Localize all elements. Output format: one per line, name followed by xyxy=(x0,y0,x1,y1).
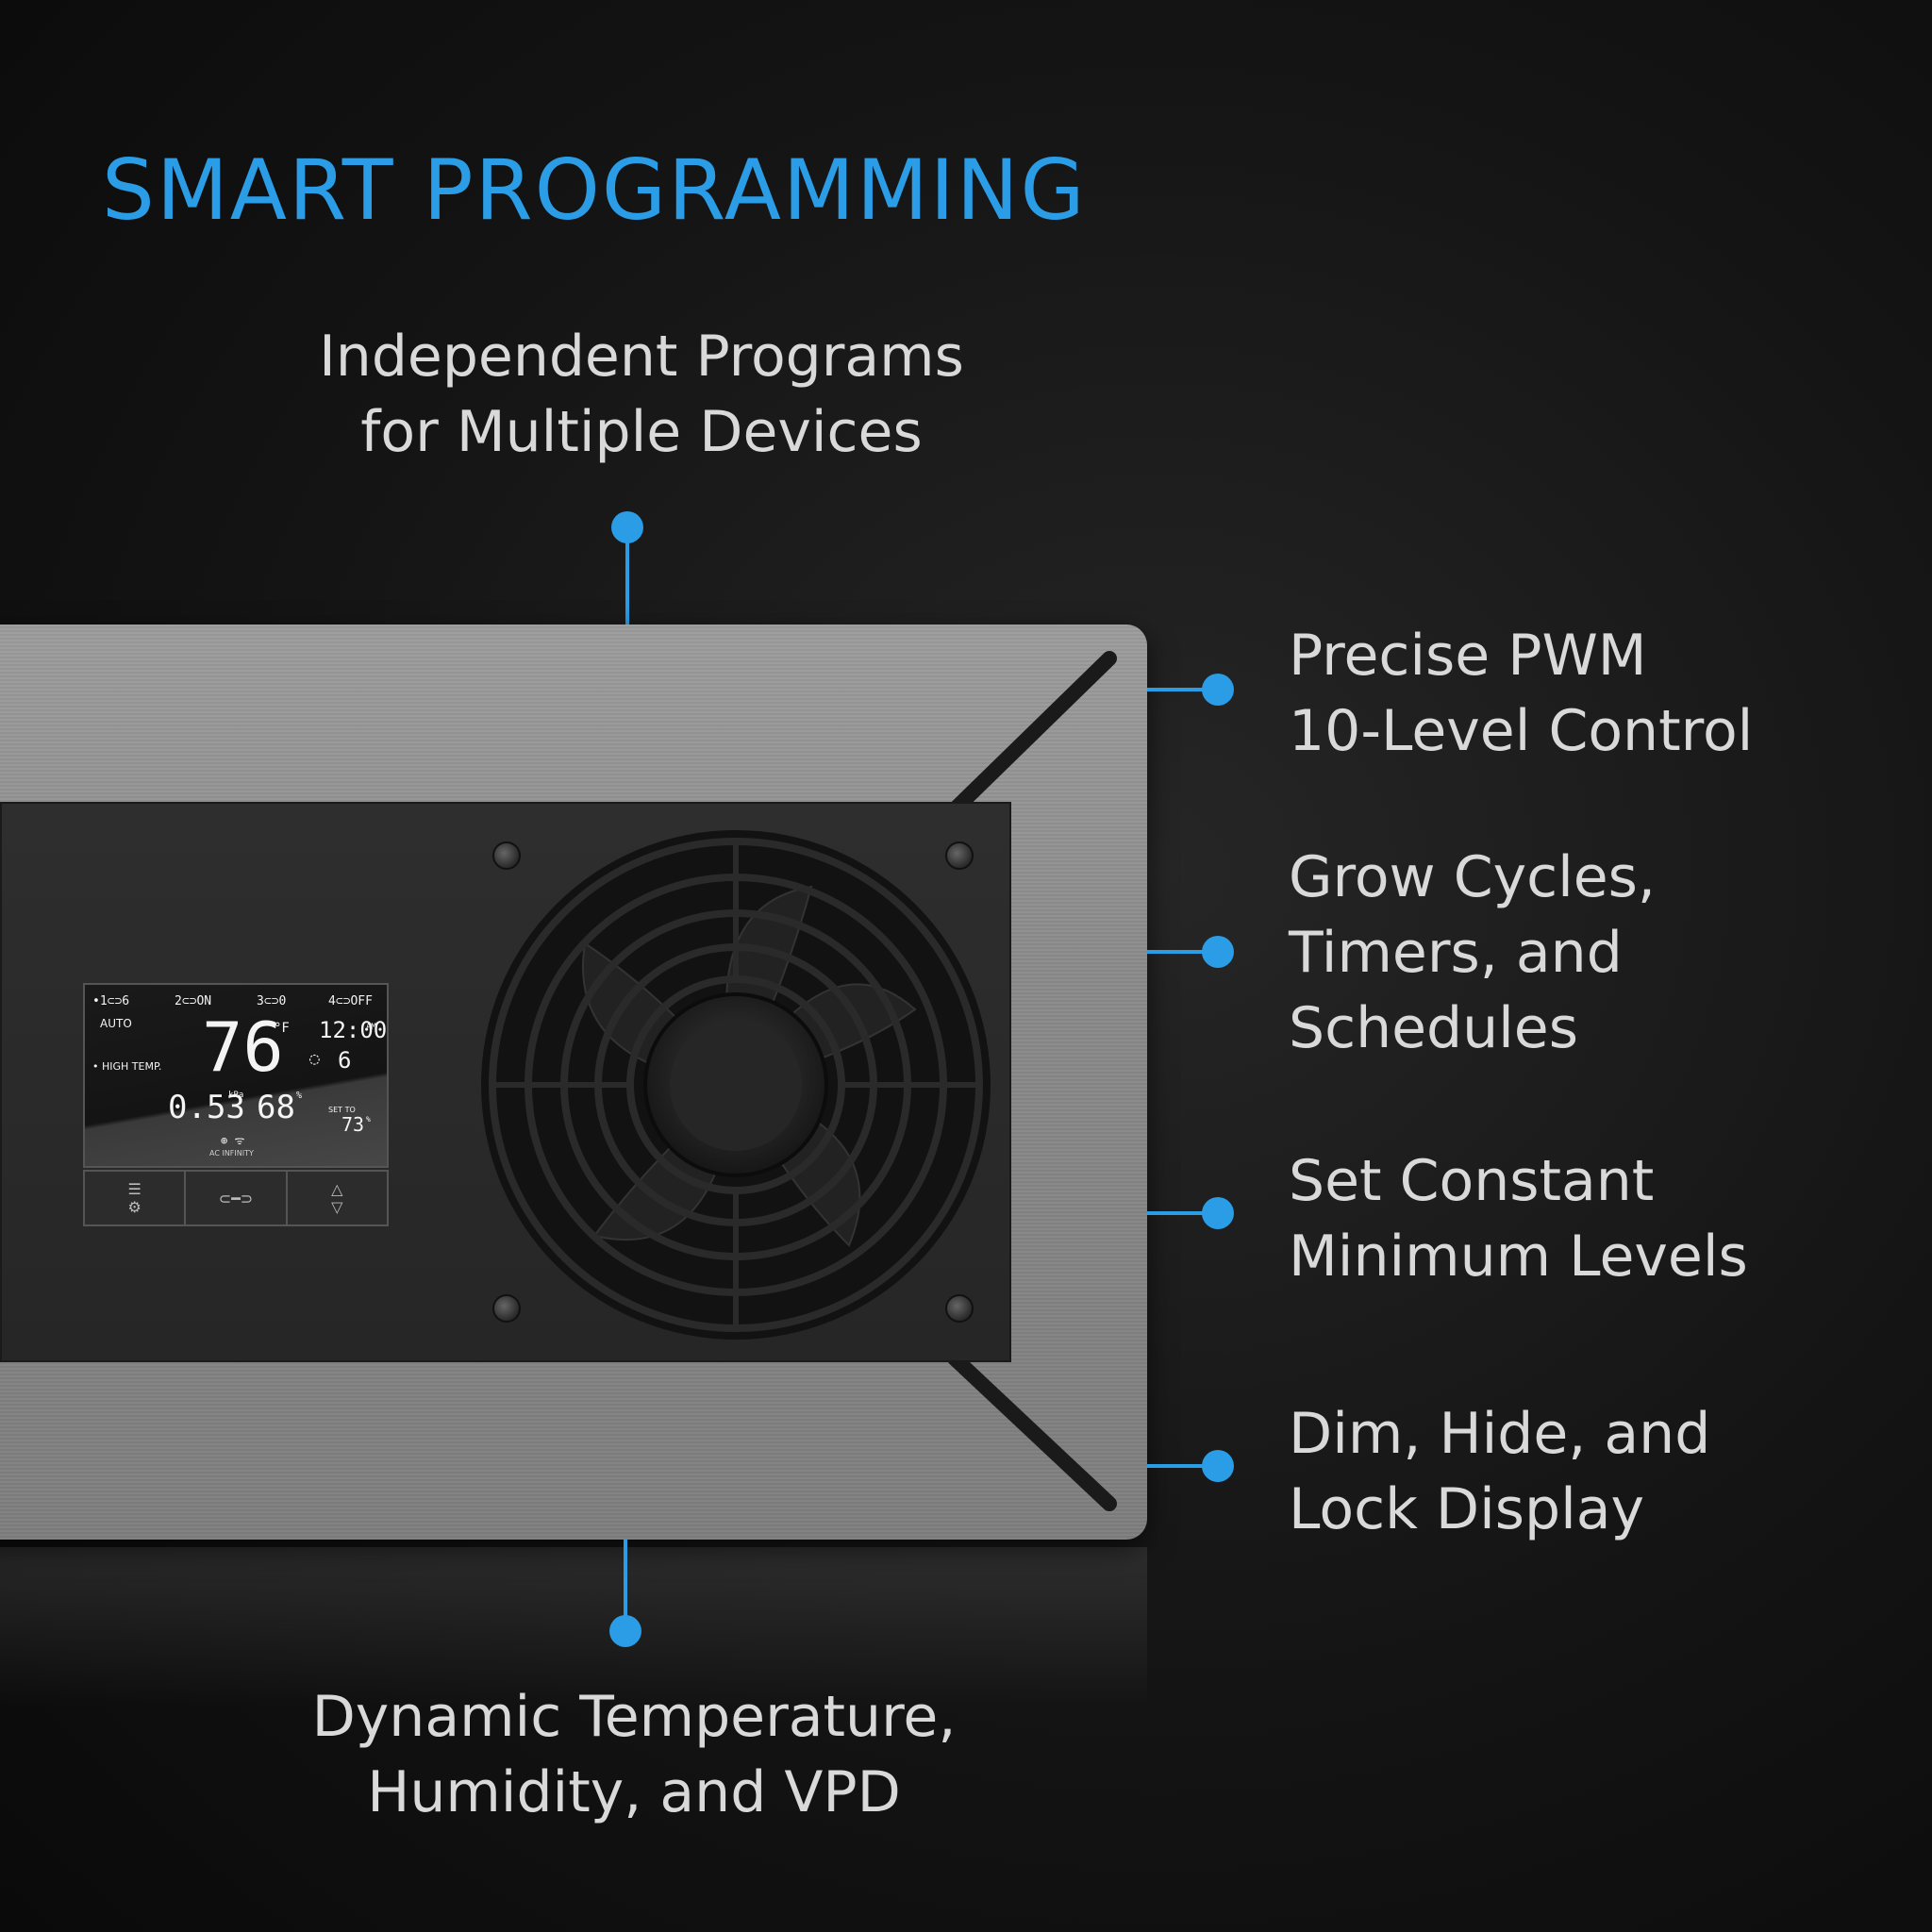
up-down-button[interactable]: △ ▽ xyxy=(288,1172,387,1224)
port-select-button[interactable]: ⊂━⊃ xyxy=(186,1172,288,1224)
callout-line: 10-Level Control xyxy=(1289,698,1754,764)
link-icon: ⊂━⊃ xyxy=(218,1189,254,1208)
callout-grow-cycles: Grow Cycles, Timers, and Schedules xyxy=(1289,840,1656,1066)
menu-icon: ☰ xyxy=(127,1180,142,1198)
vpd-unit: kPa xyxy=(228,1091,244,1100)
callout-connector xyxy=(1147,1211,1217,1215)
set-to-value: 73 xyxy=(341,1113,365,1136)
cycle-icon: ◌ xyxy=(309,1049,320,1069)
callout-connector xyxy=(625,528,629,626)
callout-line: Dim, Hide, and xyxy=(1289,1401,1711,1467)
callout-dot xyxy=(1202,674,1234,706)
wifi-icon: ⊕ ᯤ xyxy=(221,1134,245,1147)
brand-label: AC INFINITY xyxy=(209,1149,254,1158)
callout-dot xyxy=(1202,1197,1234,1229)
fan-icon xyxy=(481,830,991,1340)
callout-lock-display: Dim, Hide, and Lock Display xyxy=(1289,1396,1710,1547)
set-to-unit: % xyxy=(366,1115,371,1124)
callout-line: Grow Cycles, xyxy=(1289,844,1657,910)
callout-line: Timers, and xyxy=(1289,920,1623,986)
port-2-status: 2⊂⊃ON xyxy=(175,994,212,1008)
temperature-value: 76 xyxy=(202,1008,284,1087)
humidity-value: 68 xyxy=(257,1089,295,1126)
callout-dot xyxy=(609,1615,641,1647)
callout-line: Precise PWM xyxy=(1289,623,1647,689)
callout-minimum-levels: Set Constant Minimum Levels xyxy=(1289,1143,1748,1294)
callout-connector xyxy=(1147,1464,1217,1468)
callout-line: Minimum Levels xyxy=(1289,1224,1748,1290)
control-buttons: ☰ ⚙ ⊂━⊃ △ ▽ xyxy=(83,1170,389,1226)
callout-independent-programs: Independent Programs for Multiple Device… xyxy=(283,319,1000,470)
clock-value: 12:00 xyxy=(319,1017,388,1043)
level-value: 6 xyxy=(338,1047,352,1074)
screw xyxy=(945,1294,974,1323)
alert-label: • HIGH TEMP. xyxy=(92,1060,162,1073)
device-bevel-grooves xyxy=(947,651,1117,1511)
callout-dot xyxy=(1202,936,1234,968)
screw xyxy=(492,1294,521,1323)
menu-settings-button[interactable]: ☰ ⚙ xyxy=(85,1172,187,1224)
callout-line: Schedules xyxy=(1289,995,1578,1061)
set-to-label: SET TO xyxy=(328,1106,356,1114)
callout-dynamic-vpd: Dynamic Temperature, Humidity, and VPD xyxy=(257,1679,1011,1830)
page-title: SMART PROGRAMMING xyxy=(102,142,1087,239)
screw xyxy=(945,841,974,870)
port-4-status: 4⊂⊃OFF xyxy=(328,994,373,1008)
port-1-status: •1⊂⊃6 xyxy=(92,994,130,1008)
callout-line: Humidity, and VPD xyxy=(367,1759,901,1825)
mode-label: AUTO xyxy=(100,1017,132,1030)
arrow-up-icon: △ xyxy=(331,1180,343,1198)
humidity-unit: % xyxy=(296,1091,303,1101)
device-reflection xyxy=(0,1547,1147,1707)
callout-line: Independent Programs xyxy=(319,324,964,390)
callout-line: for Multiple Devices xyxy=(360,399,923,465)
callout-pwm-control: Precise PWM 10-Level Control xyxy=(1289,618,1753,769)
temperature-unit: °F xyxy=(274,1021,290,1036)
callout-connector xyxy=(624,1540,627,1630)
arrow-down-icon: ▽ xyxy=(331,1198,343,1216)
gear-icon: ⚙ xyxy=(127,1198,142,1216)
callout-line: Lock Display xyxy=(1289,1476,1645,1542)
clock-ampm: AM xyxy=(366,1023,376,1032)
port-3-status: 3⊂⊃0 xyxy=(257,994,287,1008)
callout-connector xyxy=(1147,950,1217,954)
screw xyxy=(492,841,521,870)
callout-connector xyxy=(1147,688,1217,691)
lcd-display: •1⊂⊃6 2⊂⊃ON 3⊂⊃0 4⊂⊃OFF AUTO • HIGH TEMP… xyxy=(83,983,389,1168)
vpd-value: 0.53 xyxy=(168,1089,245,1126)
callout-line: Set Constant xyxy=(1289,1148,1655,1214)
callout-dot xyxy=(1202,1450,1234,1482)
callout-line: Dynamic Temperature, xyxy=(311,1684,957,1750)
